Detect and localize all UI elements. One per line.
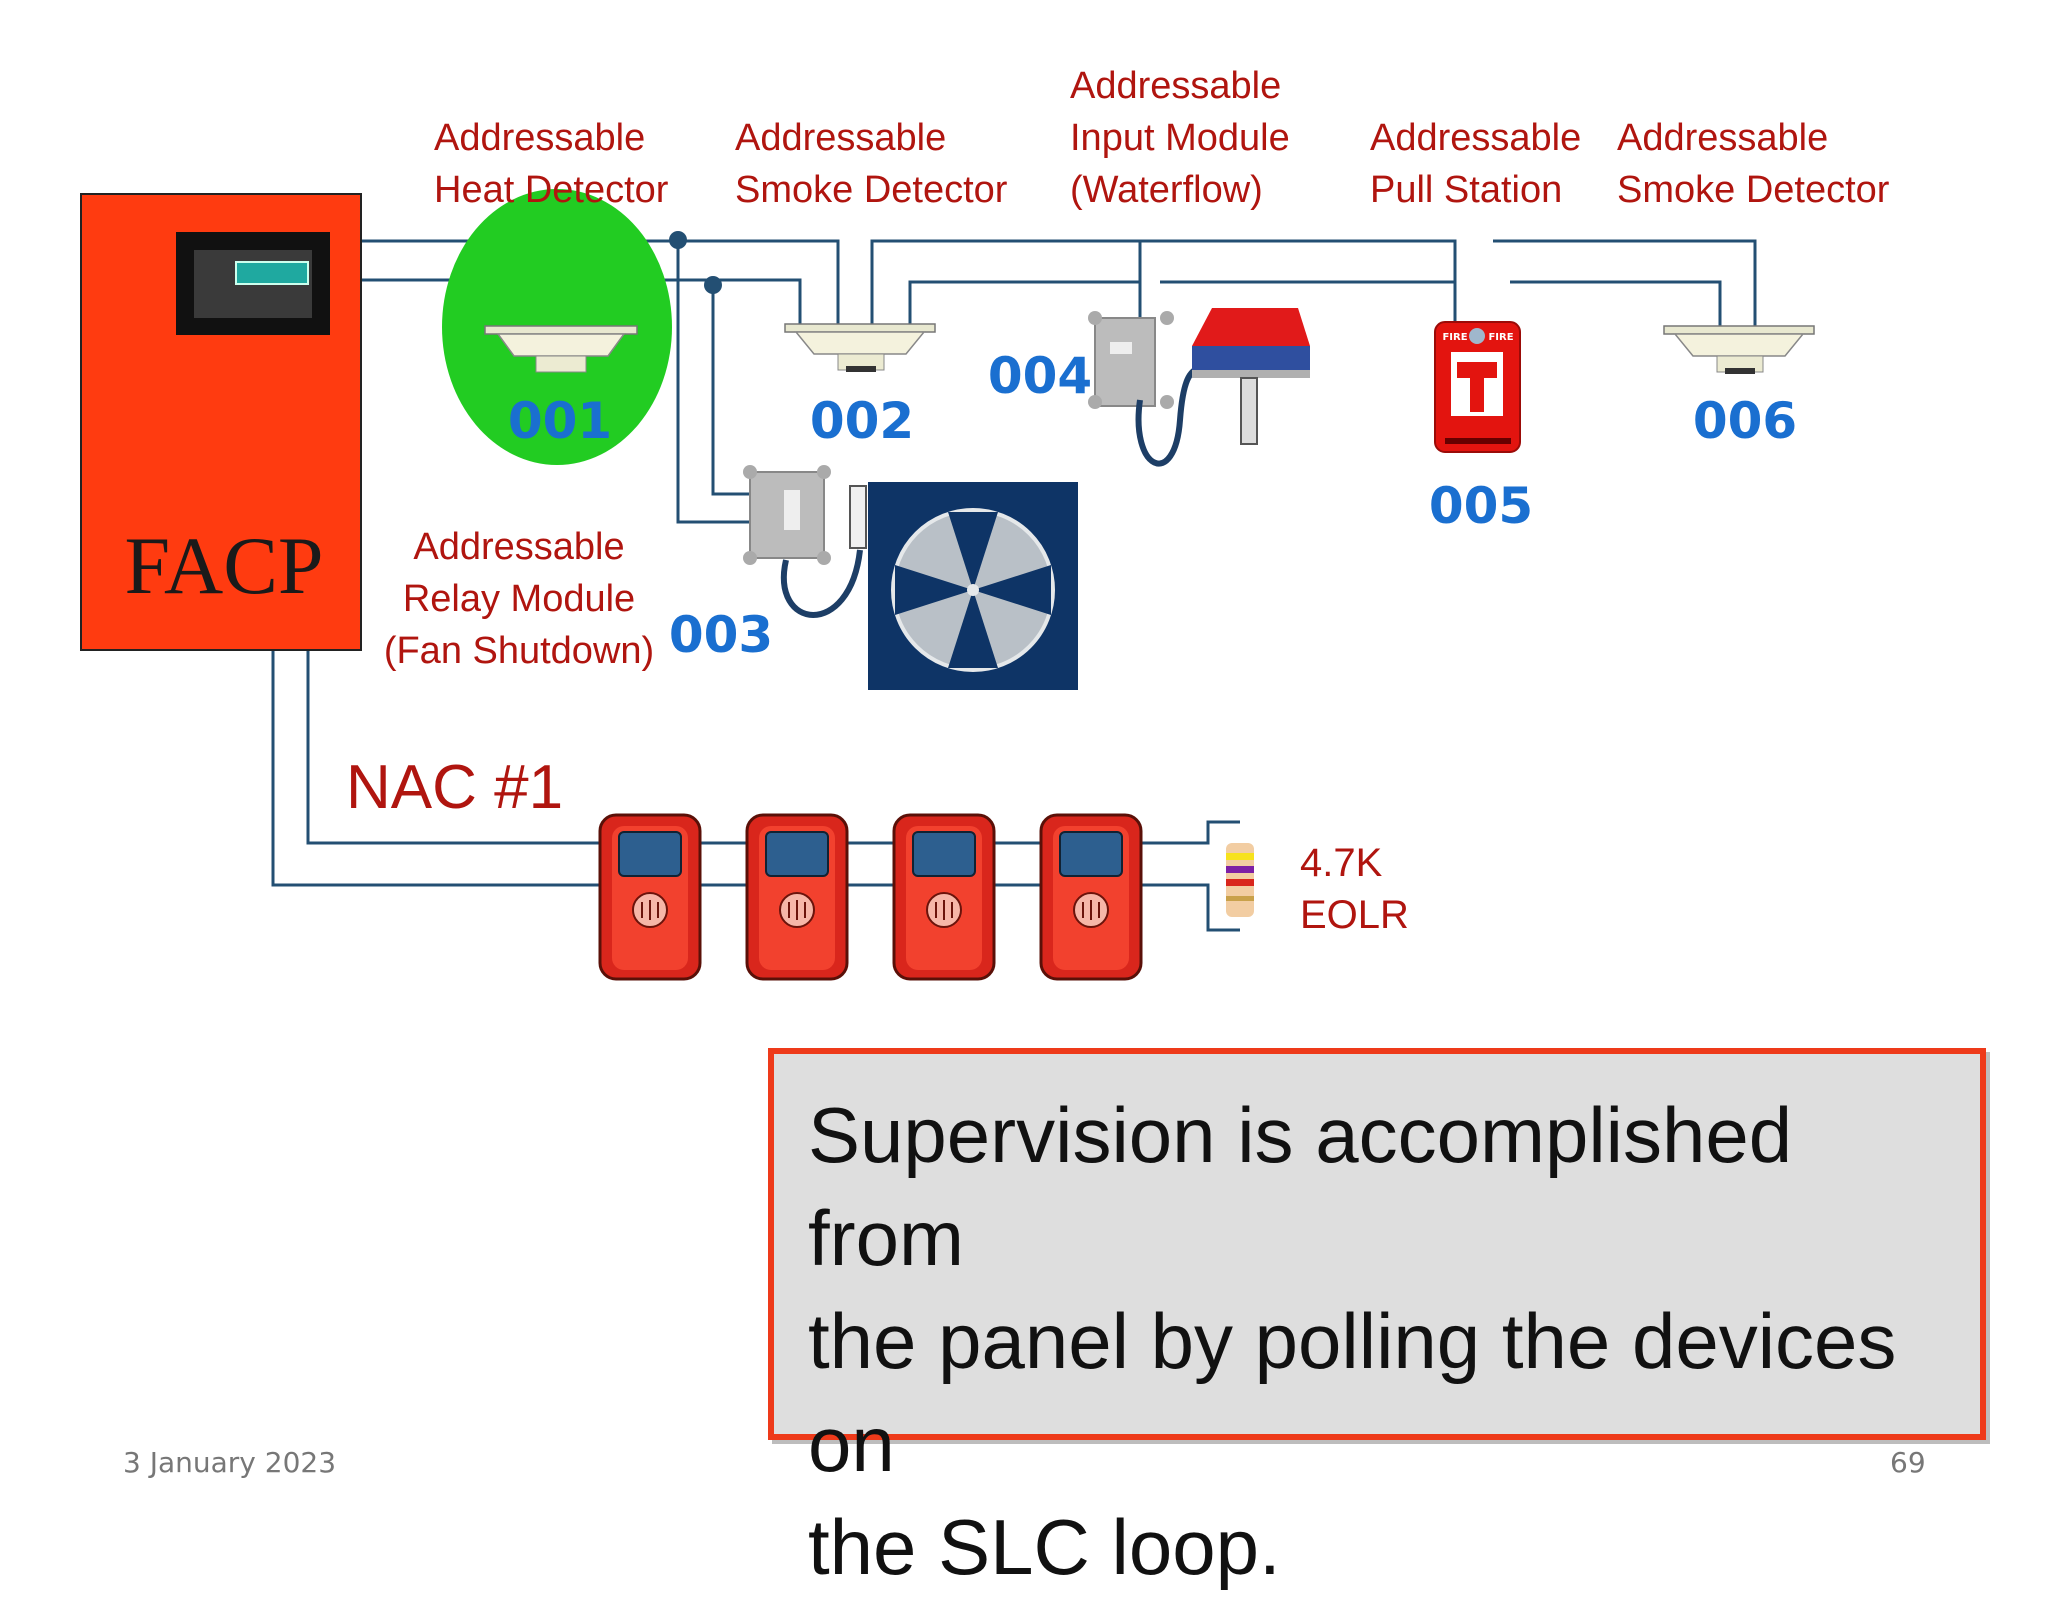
device-number-006: 006 (1693, 392, 1797, 450)
label-line: Smoke Detector (1617, 169, 1890, 211)
device-004-label: Addressable Input Module (Waterflow) (1070, 65, 1290, 211)
footer-date: 3 January 2023 (123, 1446, 337, 1479)
note-line: the panel by polling the devices on (808, 1297, 1897, 1488)
fan-icon (868, 482, 1078, 690)
device-001-label: Addressable Heat Detector (434, 117, 669, 211)
label-line: Addressable (1370, 117, 1581, 159)
relay-module-icon (743, 465, 867, 618)
label-line: (Waterflow) (1070, 169, 1263, 211)
label-line: Pull Station (1370, 169, 1562, 211)
label-line: Addressable (413, 526, 624, 568)
device-number-005: 005 (1429, 477, 1533, 535)
facp-panel: FACP (80, 193, 362, 651)
slc-loop-diagram: FACP FIRE FIRE (80, 65, 1890, 981)
nac-label: NAC #1 (346, 753, 563, 822)
nac-wiring (271, 650, 1240, 932)
horn-strobe-icon (745, 813, 849, 981)
label-line: Heat Detector (434, 169, 669, 211)
horn-strobe-icon (1039, 813, 1143, 981)
device-006-label: Addressable Smoke Detector (1617, 117, 1890, 211)
resistor-type-label: EOLR (1300, 893, 1409, 937)
device-005-label: Addressable Pull Station (1370, 117, 1581, 211)
note-line: Supervision is accomplished from (808, 1091, 1793, 1282)
device-number-002: 002 (810, 392, 914, 450)
supervision-note: Supervision is accomplished from the pan… (768, 1048, 1986, 1591)
resistor-icon (1226, 843, 1254, 917)
device-number-003: 003 (669, 606, 773, 664)
heat-detector-icon (484, 325, 638, 373)
label-line: Smoke Detector (735, 169, 1008, 211)
label-line: Addressable (1070, 65, 1281, 107)
device-003-label: Addressable Relay Module (Fan Shutdown) (384, 526, 654, 672)
pull-station-icon: FIRE FIRE (1434, 321, 1521, 453)
label-line: Addressable (434, 117, 645, 159)
label-line: (Fan Shutdown) (384, 630, 654, 672)
pull-station-text-left: FIRE (1442, 332, 1467, 343)
smoke-detector-icon-2 (1663, 325, 1815, 374)
facp-label: FACP (124, 520, 323, 611)
note-line: the SLC loop. (808, 1503, 1281, 1591)
nac-appliances (598, 813, 1143, 981)
horn-strobe-icon (892, 813, 996, 981)
device-number-004: 004 (988, 347, 1092, 405)
wire-junctions (669, 231, 722, 294)
page-number: 69 (1890, 1446, 1926, 1479)
resistor-value-label: 4.7K (1300, 841, 1383, 885)
label-line: Addressable (1617, 117, 1828, 159)
horn-strobe-icon (598, 813, 702, 981)
input-module-icon (1088, 311, 1201, 467)
device-002-label: Addressable Smoke Detector (735, 117, 1008, 211)
smoke-detector-icon (784, 323, 936, 372)
label-line: Input Module (1070, 117, 1290, 159)
device-number-001: 001 (508, 392, 612, 450)
label-line: Addressable (735, 117, 946, 159)
waterflow-switch-icon (1192, 308, 1310, 445)
label-line: Relay Module (403, 578, 635, 620)
pull-station-text-right: FIRE (1488, 332, 1513, 343)
